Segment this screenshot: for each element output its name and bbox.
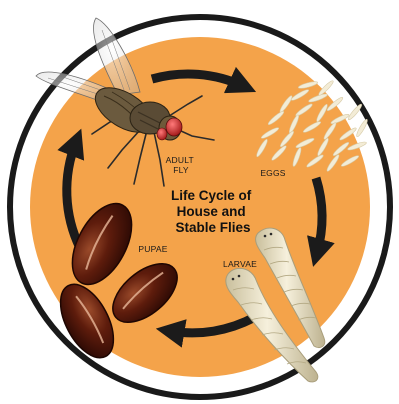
larvae-label: LARVAE bbox=[223, 259, 257, 269]
diagram-title: Life Cycle of House and Stable Flies bbox=[171, 188, 255, 235]
eggs-label: EGGS bbox=[260, 168, 285, 178]
pupae-label: PUPAE bbox=[138, 244, 167, 254]
